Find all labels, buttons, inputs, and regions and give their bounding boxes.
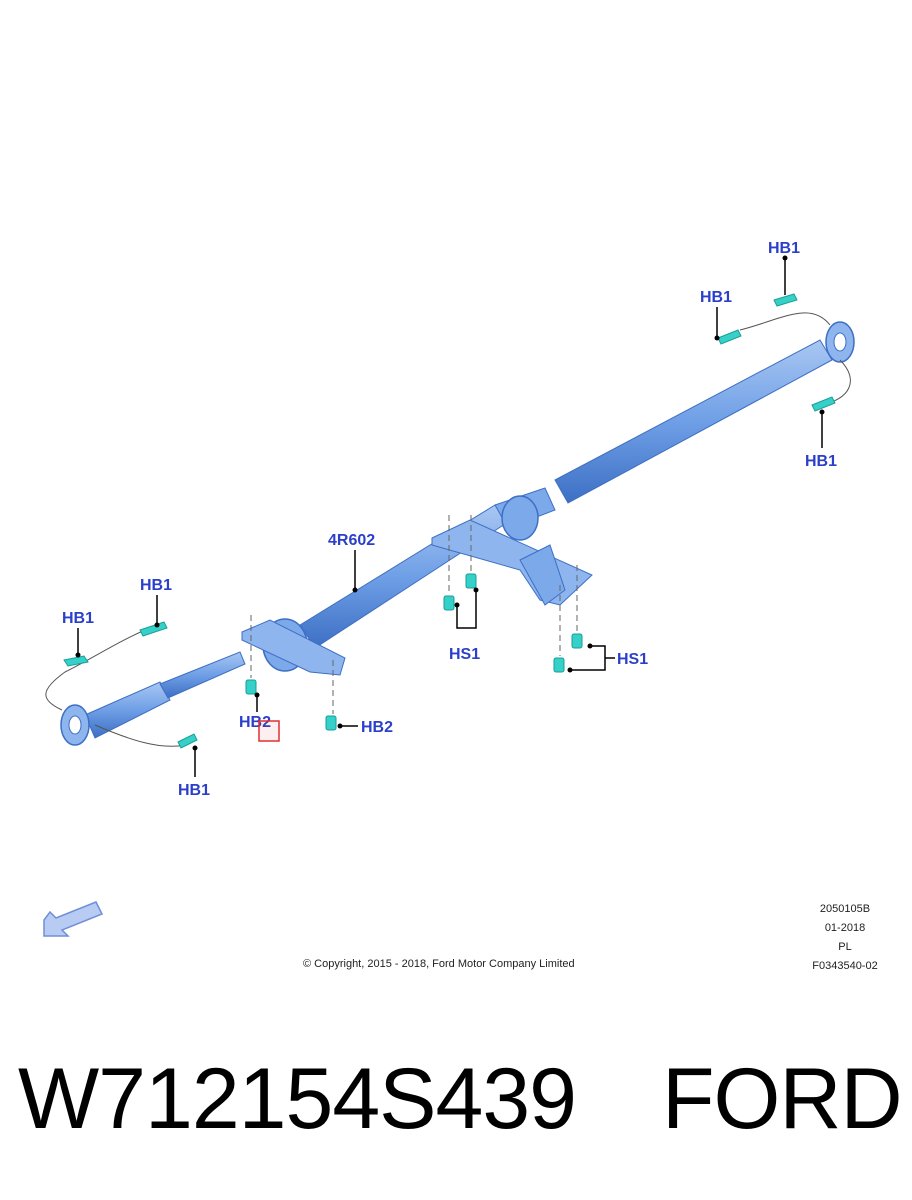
callout-hb2-center: HB2 bbox=[361, 719, 393, 736]
clip-icon bbox=[63, 655, 89, 667]
callout-hb1-top-right-upper: HB1 bbox=[768, 240, 800, 257]
copyright-text: © Copyright, 2015 - 2018, Ford Motor Com… bbox=[303, 958, 575, 970]
clip-icon bbox=[811, 396, 836, 412]
front-direction-arrow-icon bbox=[43, 901, 104, 937]
bolt-icon bbox=[245, 679, 257, 695]
bolt-icon bbox=[465, 573, 477, 589]
leader-lines bbox=[77, 258, 823, 777]
bolt-icon bbox=[553, 657, 565, 673]
bolt-icon bbox=[443, 595, 455, 611]
fasteners bbox=[63, 293, 836, 749]
part-number: W712154S439 bbox=[18, 1051, 577, 1147]
driveshaft-diagram: HB1 HB1 HB1 HB1 HB1 HB1 HB2 HB2 4R602 HS… bbox=[43, 240, 855, 937]
doc-code: 2050105B bbox=[819, 903, 871, 915]
front-center-bracket bbox=[241, 619, 346, 676]
doc-ref: F0343540-02 bbox=[812, 960, 878, 972]
clip-icon bbox=[139, 621, 168, 637]
callout-part-4r602: 4R602 bbox=[328, 532, 375, 549]
callout-hs1-center: HS1 bbox=[449, 646, 480, 663]
callout-hs1-right: HS1 bbox=[617, 651, 648, 668]
doc-lang: PL bbox=[838, 941, 852, 953]
rear-center-bracket bbox=[431, 519, 593, 606]
callout-hb1-left-bottom: HB1 bbox=[178, 782, 210, 799]
install-guide-lines bbox=[250, 515, 578, 714]
callout-hb2-left: HB2 bbox=[239, 714, 271, 731]
callout-hb1-top-right-lower: HB1 bbox=[700, 289, 732, 306]
bolt-icon bbox=[325, 715, 337, 731]
doc-date: 01-2018 bbox=[824, 922, 866, 934]
leader-dots bbox=[75, 255, 825, 751]
highlight-box bbox=[258, 720, 280, 742]
bolt-icon bbox=[571, 633, 583, 649]
brand-name: FORD bbox=[662, 1051, 903, 1147]
callout-hb1-left-upper: HB1 bbox=[140, 577, 172, 594]
clip-icon bbox=[177, 733, 198, 749]
document-info: 2050105B 01-2018 PL F0343540-02 bbox=[790, 900, 900, 976]
callout-hb1-left-mid: HB1 bbox=[62, 610, 94, 627]
clip-icon bbox=[717, 329, 742, 345]
callout-hb1-right: HB1 bbox=[805, 453, 837, 470]
clip-icon bbox=[773, 293, 798, 307]
